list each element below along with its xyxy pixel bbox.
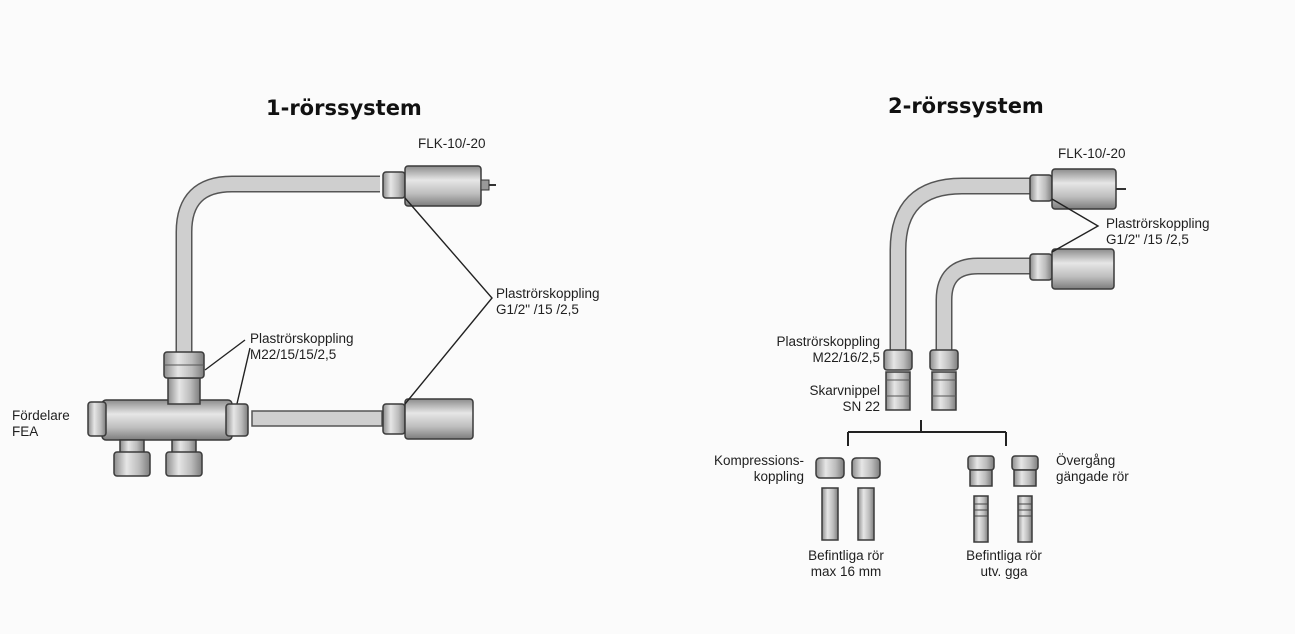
title-1-ror: 1-rörssystem	[266, 96, 422, 120]
label-plast-m-right: Plaströrskoppling M22/16/2,5	[760, 334, 880, 366]
label-line: koppling	[753, 469, 804, 484]
pipe-lower-left	[251, 410, 383, 427]
title-2-ror: 2-rörssystem	[888, 94, 1044, 118]
label-overgang: Övergång gängade rör	[1056, 453, 1129, 485]
label-line: Plaströrskoppling	[496, 286, 600, 301]
label-line: Övergång	[1056, 453, 1116, 468]
label-plast-m-left: Plaströrskoppling M22/15/15/2,5	[250, 331, 354, 363]
label-line: utv. gga	[980, 564, 1028, 579]
leader-plast-g-left	[404, 197, 493, 405]
label-fordelare: Fördelare FEA	[12, 408, 70, 440]
label-flk-right: FLK-10/-20	[1058, 146, 1126, 161]
options-bracket	[847, 420, 1007, 446]
label-skarvnippel: Skarvnippel SN 22	[760, 383, 880, 415]
label-plast-g-right: Plaströrskoppling G1/2" /15 /2,5	[1106, 216, 1210, 248]
flk-valve-upper-left	[382, 165, 496, 207]
label-befintliga-2: Befintliga rör utv. gga	[954, 548, 1054, 580]
label-line: SN 22	[842, 399, 880, 414]
label-line: FEA	[12, 424, 39, 439]
label-befintliga-1: Befintliga rör max 16 mm	[796, 548, 896, 580]
pipe-upper-left	[175, 175, 380, 352]
label-line: Fördelare	[12, 408, 70, 423]
label-line: Plaströrskoppling	[1106, 216, 1210, 231]
label-line: gängade rör	[1056, 469, 1129, 484]
label-line: Kompressions-	[713, 453, 804, 468]
label-line: Befintliga rör	[808, 548, 884, 563]
label-line: Skarvnippel	[809, 383, 880, 398]
label-line: Plaströrskoppling	[776, 334, 880, 349]
label-line: G1/2" /15 /2,5	[496, 302, 579, 317]
label-line: G1/2" /15 /2,5	[1106, 232, 1189, 247]
label-line: max 16 mm	[810, 564, 882, 579]
flk-valve-right	[1029, 168, 1126, 290]
distributor-fea	[87, 351, 249, 477]
label-line: Befintliga rör	[966, 548, 1042, 563]
label-flk-left: FLK-10/-20	[418, 136, 486, 151]
label-line: M22/16/2,5	[812, 350, 880, 365]
flk-valve-lower-left	[382, 398, 474, 440]
couplings-right	[883, 349, 959, 411]
label-line: Plaströrskoppling	[250, 331, 354, 346]
compression-couplings	[815, 457, 881, 541]
label-plast-g-left: Plaströrskoppling G1/2" /15 /2,5	[496, 286, 600, 318]
transition-couplings	[967, 455, 1039, 543]
label-kompression: Kompressions- koppling	[692, 453, 804, 485]
label-line: M22/15/15/2,5	[250, 347, 337, 362]
